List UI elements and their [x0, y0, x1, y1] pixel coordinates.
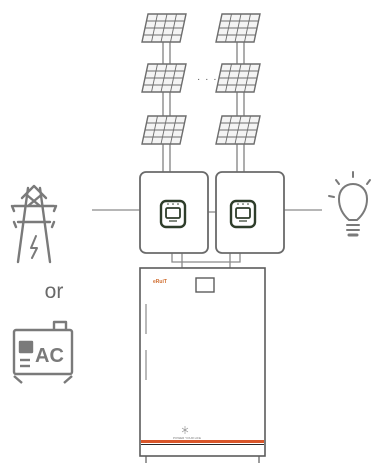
generator-icon: [12, 320, 74, 384]
panel-posts: [162, 42, 245, 172]
or-label: or: [44, 280, 64, 303]
battery-footer-text: POWER YOUR LIFE: [173, 436, 201, 440]
inverter-icon: [139, 171, 209, 254]
light-bulb-icon: [328, 171, 371, 237]
power-tower-icon: [10, 184, 58, 264]
generator-ac-label: AC: [35, 345, 64, 367]
solar-panel-icon: [215, 13, 261, 145]
inverter-icon: [215, 171, 285, 254]
solar-panel-icon: [141, 13, 187, 145]
battery-cabinet-icon: [139, 267, 266, 463]
panel-ellipsis: · · ·: [197, 74, 218, 85]
battery-brand-logo: eRuiT: [153, 279, 167, 285]
